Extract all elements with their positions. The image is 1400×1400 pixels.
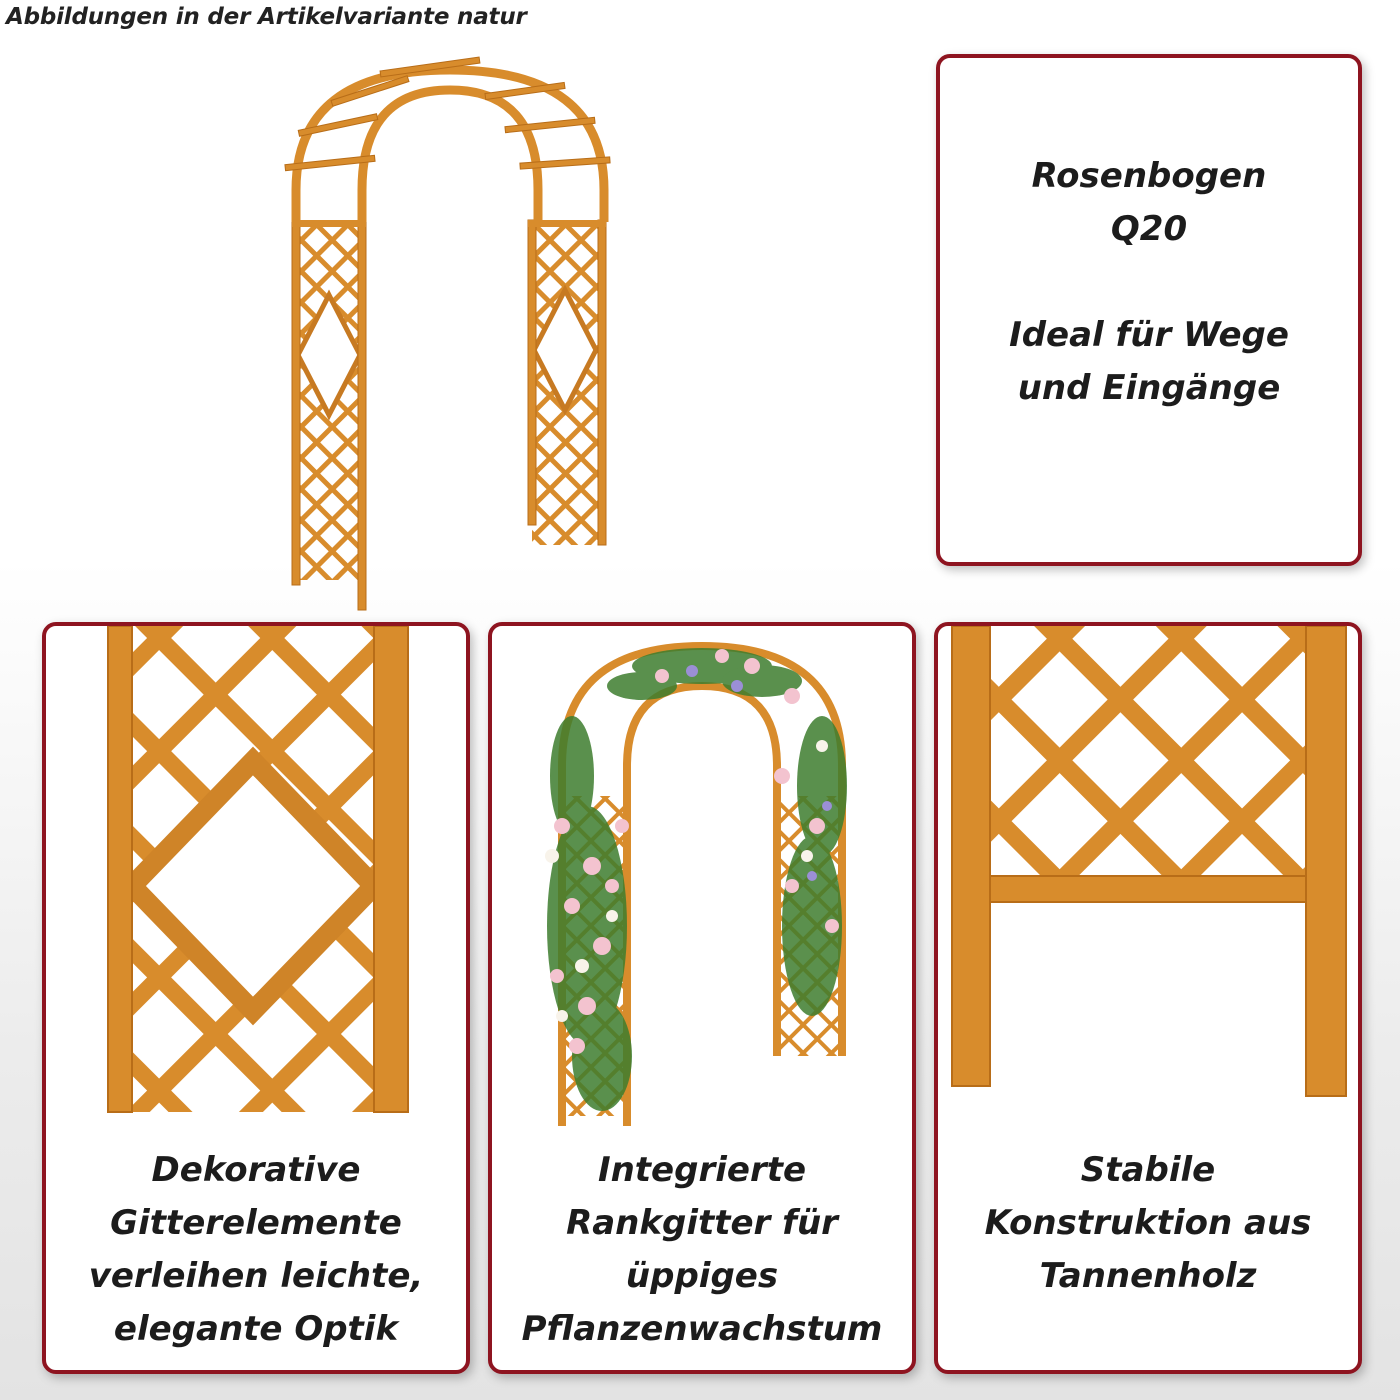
feature-line: Tannenholz: [1039, 1256, 1257, 1296]
title-text: Rosenbogen Q20 Ideal für Wege und Eingän…: [940, 150, 1358, 415]
feature-line: Gitterelemente: [110, 1203, 402, 1243]
rose-arch-product-image: [284, 56, 611, 611]
title-line: Q20: [1110, 209, 1188, 249]
lattice-diamond-image: [107, 626, 409, 1113]
feature-line: Dekorative: [151, 1150, 361, 1190]
arch-with-roses-image: [545, 641, 847, 1126]
title-card: Rosenbogen Q20 Ideal für Wege und Eingän…: [936, 54, 1362, 566]
feature-line: Rankgitter für: [566, 1203, 838, 1243]
feature-line: Integrierte: [597, 1150, 807, 1190]
feature-card-construction: Stabile Konstruktion aus Tannenholz: [934, 622, 1362, 1374]
title-line: [940, 256, 1358, 309]
feature-line: elegante Optik: [113, 1309, 399, 1349]
image-caption: Abbildungen in der Artikelvariante natur: [6, 4, 527, 30]
feature-card-plants: Integrierte Rankgitter für üppiges Pflan…: [488, 622, 916, 1374]
feature-text: Integrierte Rankgitter für üppiges Pflan…: [492, 1144, 912, 1356]
feature-text: Dekorative Gitterelemente verleihen leic…: [46, 1144, 466, 1356]
feature-text: Stabile Konstruktion aus Tannenholz: [938, 1144, 1358, 1303]
feature-line: verleihen leichte,: [88, 1256, 424, 1296]
feature-line: Pflanzenwachstum: [521, 1309, 883, 1349]
title-line: Ideal für Wege: [1009, 315, 1289, 355]
title-line: und Eingänge: [1017, 368, 1281, 408]
lattice-post-image: [951, 626, 1347, 1097]
feature-line: Stabile: [1080, 1150, 1216, 1190]
title-line: Rosenbogen: [1031, 156, 1267, 196]
feature-line: üppiges: [625, 1256, 779, 1296]
feature-line: Konstruktion aus: [984, 1203, 1312, 1243]
feature-card-lattice: Dekorative Gitterelemente verleihen leic…: [42, 622, 470, 1374]
